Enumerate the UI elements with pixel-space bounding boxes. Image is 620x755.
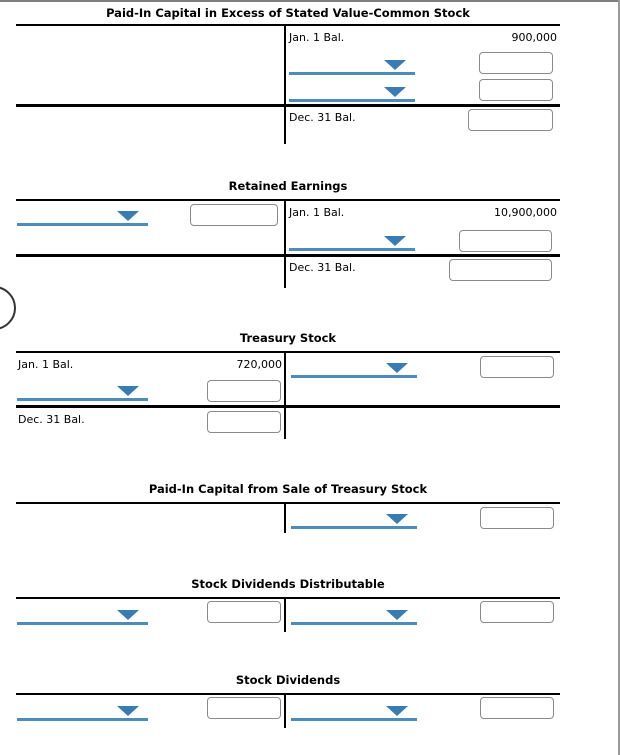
beginning-balance-amount: 720,000: [236, 358, 283, 371]
entry-account-dropdown[interactable]: [17, 706, 148, 721]
beginning-balance-label: Jan. 1 Bal.: [289, 31, 345, 44]
dropdown-arrow-icon: [384, 87, 406, 97]
t-account-top-rule: [16, 24, 560, 26]
t-account-top-rule: [16, 502, 560, 504]
t-account-divider: [284, 24, 286, 144]
t-account-divider: [284, 502, 286, 533]
dropdown-underline: [291, 622, 417, 625]
amount-input[interactable]: [207, 601, 281, 623]
amount-input[interactable]: [480, 356, 554, 378]
dropdown-arrow-icon: [384, 236, 406, 246]
account-title: Stock Dividends Distributable: [191, 577, 385, 591]
dropdown-arrow-icon: [117, 706, 139, 716]
dropdown-underline: [291, 718, 417, 721]
entry-account-dropdown[interactable]: [17, 211, 148, 226]
dropdown-arrow-icon: [384, 60, 406, 70]
amount-input[interactable]: [480, 601, 554, 623]
account-title: Treasury Stock: [239, 331, 337, 345]
account-title: Retained Earnings: [228, 179, 348, 193]
page-right-border: [618, 0, 620, 755]
t-account-divider: [284, 199, 286, 288]
account-title: Stock Dividends: [235, 673, 341, 687]
entry-account-dropdown[interactable]: [289, 60, 415, 75]
dropdown-arrow-icon: [386, 514, 408, 524]
account-title: Paid-In Capital in Excess of Stated Valu…: [106, 6, 470, 20]
dropdown-arrow-icon: [117, 610, 139, 620]
amount-input[interactable]: [479, 79, 553, 101]
ending-balance-label: Dec. 31 Bal.: [289, 111, 356, 124]
dropdown-underline: [17, 622, 148, 625]
t-account-balance-rule: [16, 405, 560, 408]
dropdown-underline: [17, 398, 148, 401]
dropdown-underline: [291, 375, 417, 378]
dropdown-arrow-icon: [117, 386, 139, 396]
entry-account-dropdown[interactable]: [291, 610, 417, 625]
amount-input[interactable]: [459, 230, 552, 252]
ending-balance-input[interactable]: [449, 259, 552, 281]
dropdown-arrow-icon: [386, 706, 408, 716]
entry-account-dropdown[interactable]: [291, 514, 417, 529]
t-account-top-rule: [16, 351, 560, 353]
dropdown-arrow-icon: [117, 211, 139, 221]
dropdown-underline: [289, 99, 415, 102]
t-account-top-rule: [16, 693, 560, 695]
beginning-balance-amount: 900,000: [511, 31, 558, 44]
entry-account-dropdown[interactable]: [17, 386, 148, 401]
entry-account-dropdown[interactable]: [289, 87, 415, 102]
ending-balance-label: Dec. 31 Bal.: [18, 413, 85, 426]
ending-balance-input[interactable]: [468, 109, 553, 131]
t-account-divider: [284, 351, 286, 439]
amount-input[interactable]: [480, 507, 554, 529]
amount-input[interactable]: [207, 697, 281, 719]
beginning-balance-amount: 10,900,000: [494, 206, 557, 219]
beginning-balance-label: Jan. 1 Bal.: [289, 206, 345, 219]
dropdown-arrow-icon: [386, 610, 408, 620]
clipped-circle-icon: [0, 286, 16, 330]
beginning-balance-label: Jan. 1 Bal.: [18, 358, 74, 371]
t-account-top-rule: [16, 199, 560, 201]
page-top-border: [0, 0, 620, 2]
dropdown-arrow-icon: [386, 363, 408, 373]
entry-account-dropdown[interactable]: [291, 363, 417, 378]
dropdown-underline: [289, 248, 415, 251]
dropdown-underline: [291, 526, 417, 529]
dropdown-underline: [289, 72, 415, 75]
t-account-top-rule: [16, 597, 560, 599]
entry-account-dropdown[interactable]: [291, 706, 417, 721]
amount-input[interactable]: [480, 697, 554, 719]
t-account-divider: [284, 693, 286, 728]
dropdown-underline: [17, 223, 148, 226]
entry-account-dropdown[interactable]: [289, 236, 415, 251]
amount-input[interactable]: [479, 52, 553, 74]
ending-balance-label: Dec. 31 Bal.: [289, 261, 356, 274]
t-account-balance-rule: [16, 254, 560, 257]
ending-balance-input[interactable]: [207, 411, 281, 433]
dropdown-underline: [17, 718, 148, 721]
entry-account-dropdown[interactable]: [17, 610, 148, 625]
t-account-divider: [284, 597, 286, 632]
account-title: Paid-In Capital from Sale of Treasury St…: [148, 482, 428, 496]
amount-input[interactable]: [207, 380, 281, 402]
amount-input[interactable]: [190, 204, 278, 226]
t-account-balance-rule: [16, 104, 560, 107]
